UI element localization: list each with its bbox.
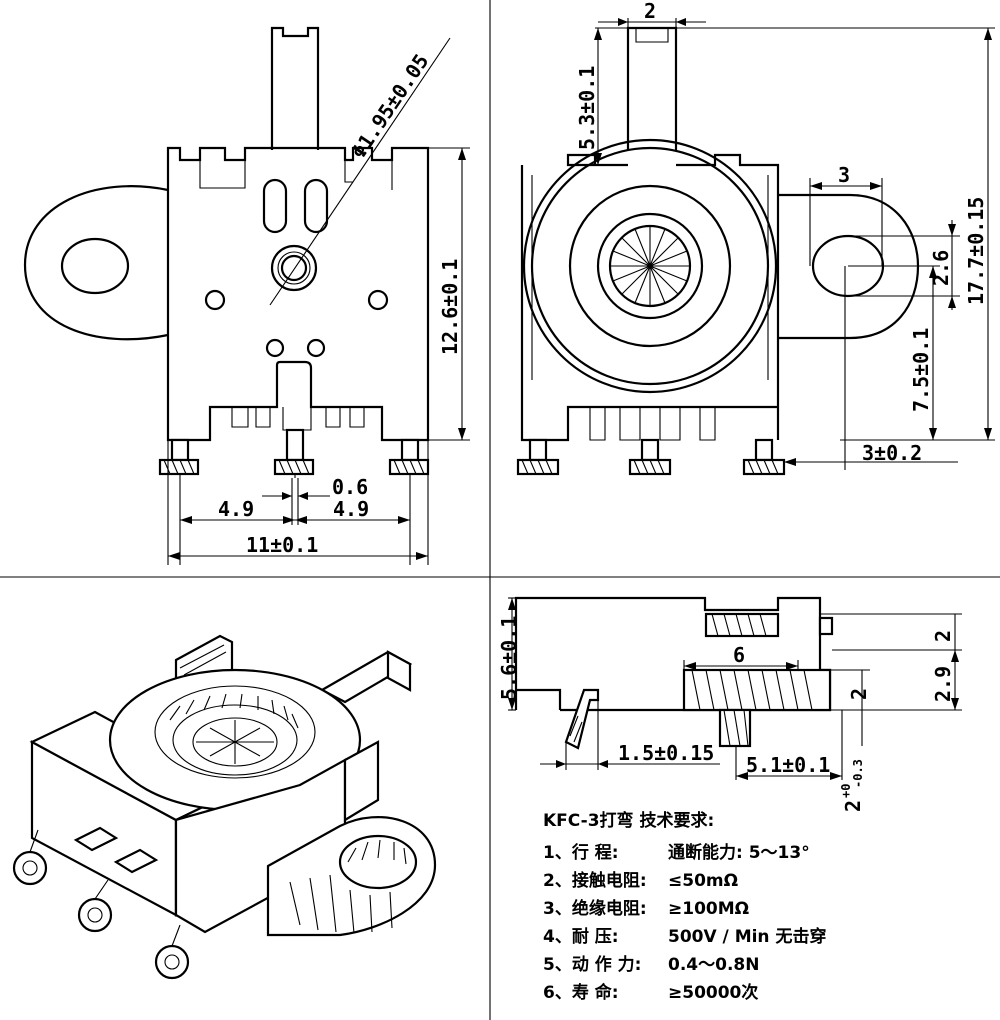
spec-row-2-value: ≤50mΩ <box>668 871 738 891</box>
front-pins <box>158 428 430 478</box>
back-pins <box>516 438 786 476</box>
front-dim-overall-width: 11±0.1 <box>246 533 318 557</box>
side-dim-thickness: 5.6±0.1 <box>497 616 521 700</box>
spec-block: KFC-3打弯 技术要求: 1、行 程: 通断能力: 5～13° 2、接触电阻:… <box>543 810 826 1003</box>
back-dim-total-height: 17.7±0.15 <box>964 197 988 305</box>
isometric-view <box>12 634 437 980</box>
front-dim-diameter: Φ1.95±0.05 <box>346 50 433 163</box>
spec-row-6-value: ≥50000次 <box>668 982 758 1003</box>
side-dim-bottom-offset: 5.1±0.1 <box>746 753 830 777</box>
back-dim-shaft-width: 2 <box>644 0 656 23</box>
spec-row-3-value: ≥100MΩ <box>668 899 749 919</box>
side-dim-tol-minus: -0.3 <box>851 759 865 788</box>
spec-row-5-label: 5、动 作 力: <box>543 954 641 975</box>
iso-pins <box>12 826 190 980</box>
back-dim-shaft-height: 5.3±0.1 <box>575 66 599 150</box>
spec-row-6-label: 6、寿 命: <box>543 982 619 1003</box>
side-view: 5.6±0.1 6 2 2.9 2 1.5±0.15 5.1±0.1 <box>497 596 962 812</box>
side-dim-pin-offset: 1.5±0.15 <box>618 741 714 765</box>
spec-row-4-value: 500V / Min 无击穿 <box>668 926 826 947</box>
side-dim-mid-step: 2.9 <box>931 666 955 702</box>
spec-row-1-label: 1、行 程: <box>543 842 619 863</box>
spec-row-3-label: 3、绝缘电阻: <box>543 898 647 919</box>
front-dim-pitch-right: 4.9 <box>333 497 369 521</box>
back-view: 2 5.3±0.1 17.7±0.15 3 2.6 7.5±0.1 3 <box>516 0 995 476</box>
front-view: Φ1.95±0.05 12.6±0.1 0.6 4.9 4.9 11±0.1 <box>23 26 470 565</box>
back-dim-hole-offset: 3 <box>838 163 850 187</box>
spec-title: KFC-3打弯 技术要求: <box>543 810 714 831</box>
iso-knurl <box>169 693 299 764</box>
back-dim-tab-offset: 3±0.2 <box>862 441 922 465</box>
front-dim-pitch-left: 4.9 <box>218 497 254 521</box>
back-dim-hole-height: 7.5±0.1 <box>909 328 933 412</box>
spec-row-2-label: 2、接触电阻: <box>543 870 647 891</box>
spec-row-1-value: 通断能力: 5～13° <box>668 842 810 863</box>
side-dim-knob-step: 2 <box>847 688 871 700</box>
side-dim-tol-plus: +0 <box>839 784 853 798</box>
side-dim-top-step: 2 <box>931 630 955 642</box>
spec-row-5-value: 0.4～0.8N <box>668 955 759 975</box>
front-dim-pin-width: 0.6 <box>332 475 368 499</box>
side-dim-tol-base: 2 <box>841 800 865 812</box>
back-star-pattern <box>610 226 690 306</box>
spec-row-4-label: 4、耐 压: <box>543 926 619 947</box>
front-dim-height: 12.6±0.1 <box>438 259 462 355</box>
side-dim-knob-width: 6 <box>733 643 745 667</box>
